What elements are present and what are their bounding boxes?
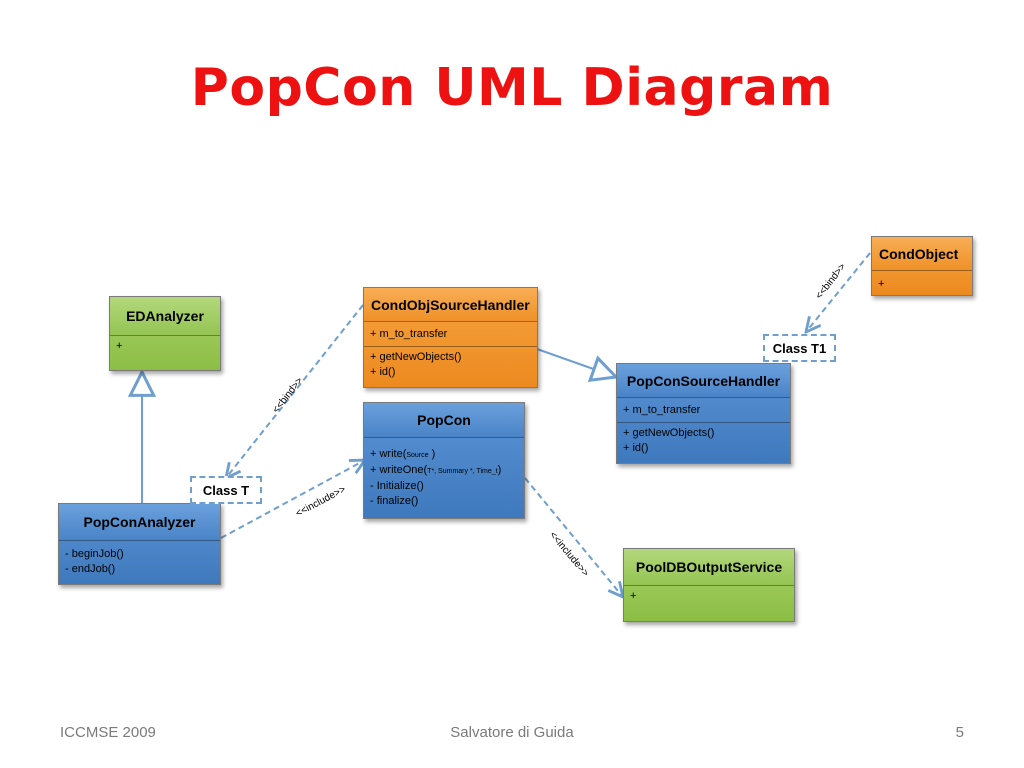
- class-condobject-members: +: [872, 270, 972, 295]
- method-writeone-args: T*, Summary *, Time_t: [427, 468, 498, 475]
- class-edanalyzer-members: +: [110, 335, 220, 370]
- method-writeone-close: ): [497, 464, 502, 476]
- method-getnewobjects: + getNewObjects(): [623, 427, 715, 439]
- class-popcon-name: PopCon: [364, 403, 524, 437]
- class-pooldboutputservice-members: +: [624, 585, 794, 621]
- include-popconanalyzer-popcon: [220, 460, 365, 539]
- class-condobject-name: CondObject: [872, 237, 972, 270]
- class-condobjsourcehandler-name: CondObjSourceHandler: [364, 288, 537, 321]
- method-id: + id(): [623, 442, 649, 454]
- bind-condobjsourcehandler-classt: [226, 304, 364, 478]
- method-beginjob: - beginJob(): [65, 548, 124, 560]
- bind-label-left: <<bind>>: [271, 375, 306, 415]
- class-edanalyzer-name: EDAnalyzer: [110, 297, 220, 335]
- method-write-close: ): [428, 448, 436, 460]
- class-popconsourcehandler-methods: + getNewObjects() + id(): [617, 422, 790, 463]
- class-popconanalyzer-name: PopConAnalyzer: [59, 504, 220, 540]
- include-label-right: <<include>>: [547, 530, 591, 579]
- class-pooldboutputservice: PoolDBOutputService +: [623, 548, 795, 622]
- class-popconanalyzer-methods: - beginJob() - endJob(): [59, 540, 220, 584]
- class-condobjsourcehandler-methods: + getNewObjects() + id(): [364, 346, 537, 387]
- method-getnewobjects: + getNewObjects(): [370, 351, 462, 363]
- method-endjob: - endJob(): [65, 563, 116, 575]
- bind-label-right: <<bind>>: [814, 261, 849, 301]
- method-write: + write(Source ): [370, 447, 518, 463]
- page-number: 5: [955, 724, 964, 741]
- footer-author: Salvatore di Guida: [450, 724, 574, 741]
- method-initialize: - Initialize(): [370, 480, 424, 492]
- attribute-m-to-transfer: + m_to_transfer: [623, 404, 701, 416]
- include-label-left: <<include>>: [294, 484, 348, 520]
- class-popconsourcehandler: PopConSourceHandler + m_to_transfer + ge…: [616, 363, 791, 464]
- bind-condobject-classt1: [806, 252, 871, 332]
- include-popcon-pooldboutputservice: [524, 477, 623, 597]
- attribute-m-to-transfer: + m_to_transfer: [370, 328, 448, 340]
- template-param-class-t1: Class T1: [763, 334, 836, 362]
- slide-title: PopCon UML Diagram: [190, 58, 834, 118]
- method-finalize: - finalize(): [370, 495, 419, 507]
- class-edanalyzer: EDAnalyzer +: [109, 296, 221, 371]
- generalization-condobjsourcehandler-popconsourcehandler: [536, 348, 616, 377]
- class-condobjsourcehandler-attributes: + m_to_transfer: [364, 321, 537, 346]
- footer-conference: ICCMSE 2009: [60, 724, 156, 741]
- class-popcon: PopCon + write(Source ) + writeOne(T*, S…: [363, 402, 525, 519]
- method-write-args: Source: [406, 452, 429, 459]
- method-id: + id(): [370, 366, 396, 378]
- method-writeone: + writeOne(T*, Summary *, Time_t): [370, 463, 518, 479]
- template-param-class-t: Class T: [190, 476, 262, 504]
- method-writeone-name: + writeOne(: [370, 464, 428, 476]
- class-condobject: CondObject +: [871, 236, 973, 296]
- class-pooldboutputservice-name: PoolDBOutputService: [624, 549, 794, 585]
- class-popconsourcehandler-attributes: + m_to_transfer: [617, 397, 790, 422]
- class-popconanalyzer: PopConAnalyzer - beginJob() - endJob(): [58, 503, 221, 585]
- class-popcon-methods: + write(Source ) + writeOne(T*, Summary …: [364, 437, 524, 518]
- class-popconsourcehandler-name: PopConSourceHandler: [617, 364, 790, 397]
- method-write-name: + write(: [370, 448, 407, 460]
- class-condobjsourcehandler: CondObjSourceHandler + m_to_transfer + g…: [363, 287, 538, 388]
